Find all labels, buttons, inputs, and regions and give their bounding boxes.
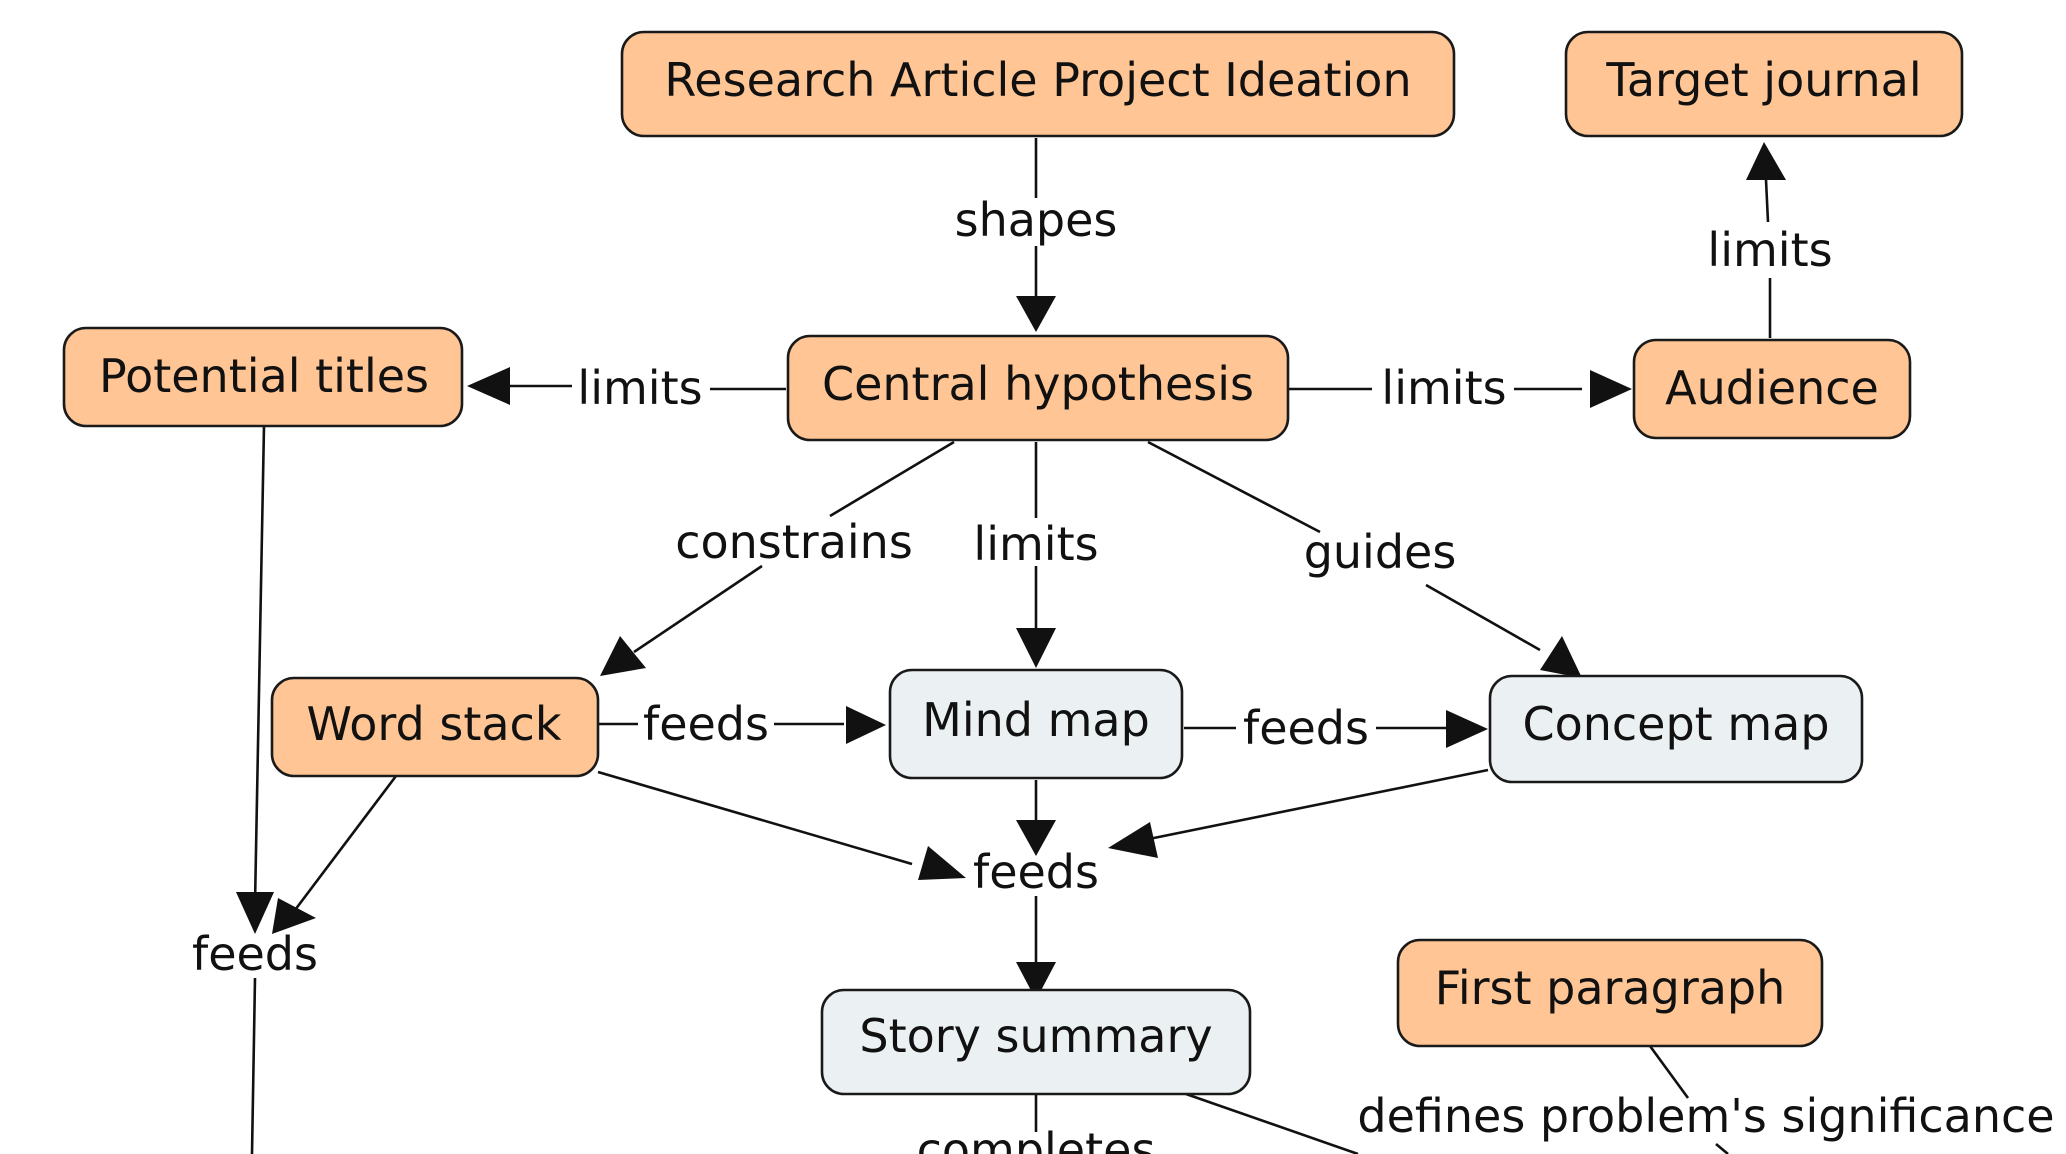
link-label-completes: completes <box>917 1123 1156 1154</box>
arrowhead-feeds-from-mindmap <box>1016 820 1056 856</box>
arrowhead-feeds-from-conceptmap <box>1108 822 1158 858</box>
arrowhead-word-stack <box>600 636 646 676</box>
node-mind-map-label: Mind map <box>922 693 1150 747</box>
node-word-stack[interactable]: Word stack <box>270 676 600 778</box>
node-potential-titles-label: Potential titles <box>99 349 429 403</box>
link-label-shapes: shapes <box>955 193 1118 247</box>
node-first-paragraph-label: First paragraph <box>1435 961 1786 1015</box>
node-target-journal[interactable]: Target journal <box>1564 30 1964 138</box>
node-first-paragraph[interactable]: First paragraph <box>1396 938 1824 1048</box>
edge-defines-continue <box>1715 1143 1729 1154</box>
edge-hypothesis-to-guides <box>1147 440 1321 534</box>
node-concept-map[interactable]: Concept map <box>1488 674 1864 784</box>
arrowhead-potential-titles <box>467 367 510 405</box>
link-label-feeds-left: feeds <box>192 927 318 981</box>
link-labels: shapes limits limits limits constrains l… <box>192 193 2055 1154</box>
node-research-article-label: Research Article Project Ideation <box>664 53 1411 107</box>
node-story-summary[interactable]: Story summary <box>820 988 1252 1096</box>
arrowhead-hypothesis <box>1016 296 1056 332</box>
edges <box>250 138 1772 1154</box>
edge-constrains-to-wordstack <box>633 564 763 654</box>
link-label-limits-titles: limits <box>577 361 702 415</box>
link-label-guides: guides <box>1304 525 1457 579</box>
edge-feeds-left-down <box>250 977 257 1154</box>
edge-wordstack-to-feeds-center <box>597 770 913 866</box>
edge-storysummary-to-right <box>1185 1092 1359 1154</box>
edge-titles-to-feeds-left <box>253 425 266 905</box>
node-research-article[interactable]: Research Article Project Ideation <box>620 30 1456 138</box>
arrowhead-story-summary <box>1016 962 1056 1000</box>
edge-limits-to-journal <box>1764 179 1770 223</box>
arrowhead-mind-map-left <box>846 706 886 744</box>
edge-wordstack-to-feeds-left <box>290 775 398 915</box>
link-label-feeds-story: feeds <box>973 845 1099 899</box>
link-label-defines-significance: defines problem's significance <box>1357 1089 2054 1143</box>
arrowhead-concept-map-left <box>1446 710 1488 748</box>
node-mind-map[interactable]: Mind map <box>888 668 1184 780</box>
node-audience[interactable]: Audience <box>1632 338 1912 440</box>
link-label-limits-audience: limits <box>1381 361 1506 415</box>
arrowhead-feeds-left-from-titles <box>236 892 274 934</box>
node-audience-label: Audience <box>1665 361 1879 415</box>
arrowhead-target-journal <box>1746 142 1786 180</box>
arrowhead-mind-map-top <box>1016 628 1056 668</box>
arrowhead-concept-map-top <box>1540 636 1582 678</box>
link-label-limits-journal: limits <box>1707 223 1832 277</box>
arrowhead-feeds-from-wordstack <box>918 846 966 880</box>
node-target-journal-label: Target journal <box>1605 53 1921 107</box>
arrowhead-feeds-left-from-wordstack <box>272 898 316 934</box>
arrowhead-audience <box>1590 370 1632 408</box>
node-concept-map-label: Concept map <box>1522 697 1829 751</box>
node-central-hypothesis[interactable]: Central hypothesis <box>786 334 1290 442</box>
arrowheads <box>236 142 1786 1000</box>
edge-hypothesis-to-constrains <box>829 440 955 518</box>
edge-guides-to-conceptmap <box>1425 583 1541 652</box>
node-story-summary-label: Story summary <box>859 1009 1212 1063</box>
link-label-limits-mind-map: limits <box>973 517 1098 571</box>
node-word-stack-label: Word stack <box>307 697 562 751</box>
nodes: Research Article Project Ideation Target… <box>62 30 1964 1096</box>
link-label-constrains: constrains <box>675 515 913 569</box>
edge-conceptmap-to-feeds-center <box>1143 768 1489 842</box>
edge-firstparagraph-to-defines <box>1648 1045 1690 1099</box>
node-central-hypothesis-label: Central hypothesis <box>822 357 1254 411</box>
link-label-feeds-mind-map: feeds <box>643 697 769 751</box>
link-label-feeds-concept-map: feeds <box>1243 701 1369 755</box>
node-potential-titles[interactable]: Potential titles <box>62 326 464 428</box>
